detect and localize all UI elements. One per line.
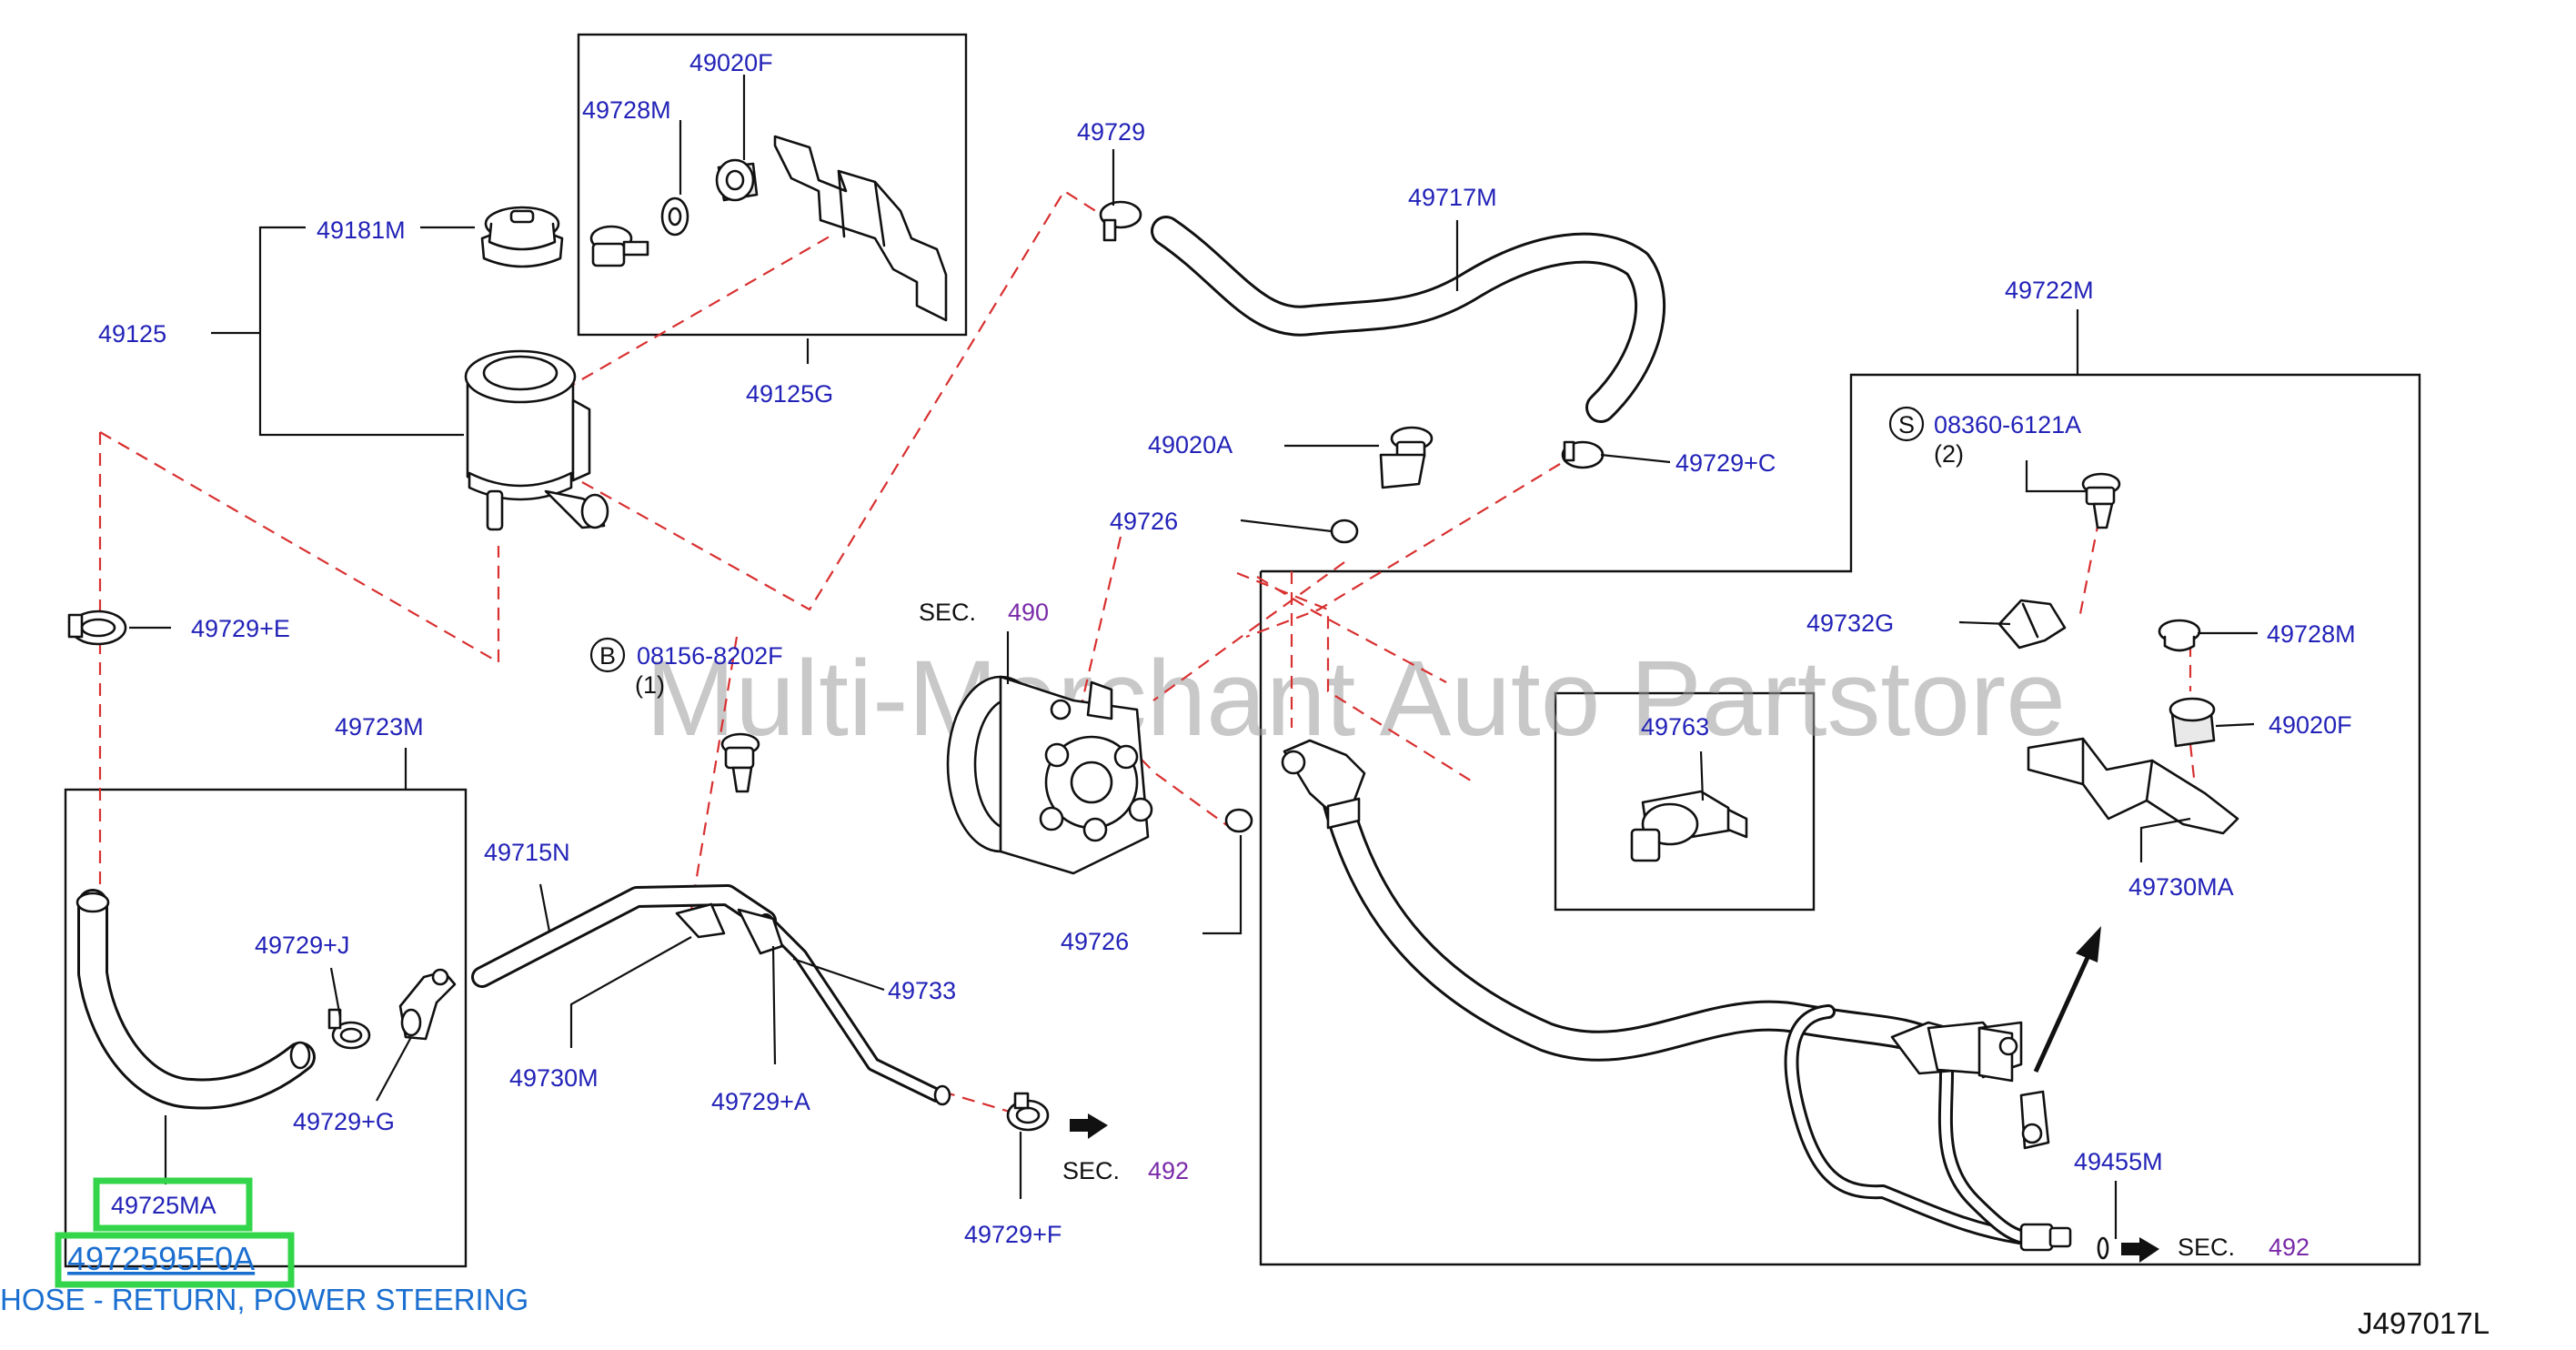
- label-49729f: 49729+F: [964, 1221, 1062, 1248]
- label-49125g: 49125G: [746, 380, 833, 408]
- label-49726-a: 49726: [1110, 508, 1178, 535]
- watermark: Multi-Merchant Auto Partstore: [646, 639, 2066, 759]
- label-sec-492-b-num: 492: [2269, 1234, 2309, 1261]
- part-description: HOSE - RETURN, POWER STEERING: [0, 1283, 528, 1316]
- label-49728m-top: 49728M: [582, 96, 671, 124]
- label-49729a: 49729+A: [711, 1088, 810, 1115]
- label-sec-490-num: 490: [1008, 599, 1049, 626]
- clamp-f: [1006, 1092, 1050, 1132]
- clamp-g: [398, 968, 457, 1041]
- badge-b: B: [589, 637, 626, 673]
- label-49723m: 49723M: [335, 713, 424, 740]
- clamp-top: [1099, 200, 1142, 242]
- part-number-link[interactable]: 4972595F0A: [67, 1240, 255, 1277]
- arrow-up-right: [2033, 926, 2101, 1073]
- label-sec-492-a: SEC.: [1062, 1157, 1120, 1184]
- hose-upper: [1151, 216, 1665, 423]
- grommet-top: [660, 196, 689, 237]
- label-49730m: 49730M: [509, 1064, 599, 1092]
- label-sec-492-a-num: 492: [1148, 1157, 1189, 1184]
- box-high-pressure-hose: [1259, 373, 2421, 1266]
- hose-high-pressure: [1281, 739, 2109, 1260]
- label-49733: 49733: [888, 977, 956, 1004]
- label-49722m: 49722M: [2005, 277, 2094, 304]
- label-49729e: 49729+E: [191, 615, 290, 642]
- hose-return: [75, 889, 316, 1110]
- label-08360-qty: (2): [1934, 440, 1964, 468]
- bushing-right: [2168, 697, 2216, 748]
- highlight-49725ma: [93, 1177, 253, 1232]
- box-pressure-switch: [1554, 691, 1816, 912]
- box-reservoir-bracket: [577, 33, 968, 337]
- label-49020a: 49020A: [1148, 431, 1233, 458]
- label-08156: 08156-8202F: [637, 642, 783, 670]
- label-49729g: 49729+G: [293, 1108, 395, 1135]
- box-return-hose: [64, 788, 468, 1268]
- clamp-c: [1561, 440, 1605, 469]
- label-08360: 08360-6121A: [1934, 411, 2081, 438]
- washer-a: [1330, 519, 1359, 544]
- pressure-switch: [1630, 790, 1748, 862]
- grommet-right: [2158, 619, 2201, 652]
- reservoir-tank: [464, 349, 609, 531]
- bolt-08360: [2081, 472, 2121, 529]
- reservoir-bolt: [589, 225, 649, 267]
- label-49729c: 49729+C: [1675, 449, 1776, 477]
- bolt-49020a: [1379, 426, 1434, 489]
- label-49725ma[interactable]: 49725MA: [111, 1192, 216, 1219]
- label-49020f-right: 49020F: [2269, 711, 2352, 739]
- washer-b: [1224, 808, 1253, 833]
- clip-49732g: [1997, 599, 2067, 650]
- bracket-49730ma: [2027, 737, 2239, 835]
- label-49455m: 49455M: [2074, 1148, 2163, 1175]
- badge-s: S: [1888, 406, 1925, 442]
- hose-49715n: [471, 884, 951, 1106]
- label-49726-b: 49726: [1061, 928, 1129, 955]
- power-steering-pump: [946, 675, 1153, 875]
- svg-text:B: B: [599, 642, 616, 670]
- sec-arrow-b: [2121, 1237, 2159, 1263]
- svg-text:S: S: [1898, 411, 1915, 438]
- label-sec-490: SEC.: [919, 599, 976, 626]
- leader-lines: [129, 75, 2258, 1239]
- label-sec-492-b: SEC.: [2178, 1234, 2235, 1261]
- bolt-08156: [720, 732, 760, 793]
- diagram-code: J497017L: [2358, 1306, 2490, 1340]
- label-49729j: 49729+J: [255, 932, 349, 959]
- label-49715n: 49715N: [484, 839, 570, 866]
- label-49125: 49125: [98, 320, 166, 348]
- clamp-e: [67, 610, 127, 646]
- label-49020f-top: 49020F: [689, 49, 773, 76]
- label-49728m-right: 49728M: [2267, 620, 2356, 648]
- label-49730ma: 49730MA: [2128, 873, 2234, 901]
- label-49729-top: 49729: [1077, 118, 1145, 146]
- clamp-j: [327, 1008, 371, 1050]
- label-49732g: 49732G: [1806, 610, 1894, 637]
- reservoir-bracket: [773, 135, 948, 322]
- label-49763: 49763: [1641, 713, 1709, 740]
- bushing-top: [715, 158, 759, 202]
- label-49181m: 49181M: [317, 217, 406, 244]
- sec-arrow-a: [1070, 1113, 1108, 1139]
- label-49717m: 49717M: [1408, 184, 1497, 211]
- label-08156-qty: (1): [635, 671, 665, 699]
- reservoir-cap: [480, 206, 564, 268]
- highlight-part-number: [55, 1232, 295, 1288]
